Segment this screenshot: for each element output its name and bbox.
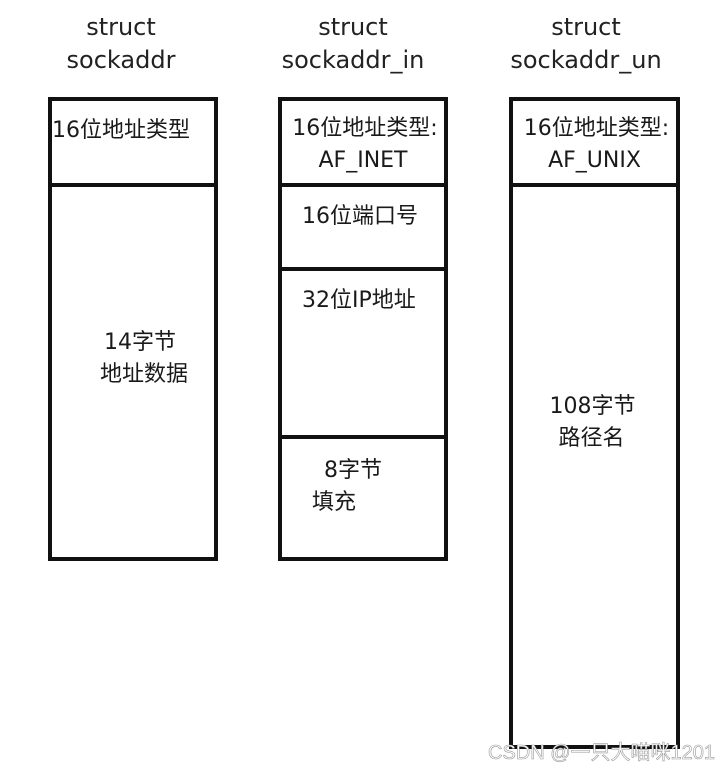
title-line2: sockaddr_in [281,46,425,74]
field-label: 16位端口号 [302,204,418,229]
field-label: 16位地址类型: [523,116,670,141]
field-label: 填充 [312,490,357,515]
struct-sockaddr-un-title: struct sockaddr_un [509,11,663,77]
field-label: 地址数据 [100,362,189,387]
field-address-family: 16位地址类型 [52,101,214,187]
watermark: CSDN @一只大喵咪1201 [488,742,716,765]
field-label: 16位地址类型: [292,116,438,141]
field-address-family: 16位地址类型: AF_UNIX [513,101,676,187]
field-address-data: 14字节 地址数据 [52,187,214,557]
field-label: 16位地址类型 [52,118,190,143]
title-line1: struct [86,13,156,41]
field-label: 108字节 [549,394,636,419]
title-line2: sockaddr [66,46,176,74]
field-label: 路径名 [558,426,625,451]
field-port: 16位端口号 [282,187,444,271]
field-label: 14字节 [104,330,176,355]
field-address-family: 16位地址类型: AF_INET [282,101,444,187]
field-padding: 8字节 填充 [282,439,444,557]
field-value: AF_UNIX [548,148,641,173]
struct-sockaddr-in-box: 16位地址类型: AF_INET 16位端口号 32位IP地址 8字节 填充 [278,97,448,561]
title-line2: sockaddr_un [510,46,662,74]
field-value: AF_INET [318,148,408,173]
struct-sockaddr-in-title: struct sockaddr_in [278,11,428,77]
struct-sockaddr-un-box: 16位地址类型: AF_UNIX 108字节 路径名 [509,97,680,749]
title-line1: struct [318,13,388,41]
title-line1: struct [551,13,621,41]
field-label: 32位IP地址 [302,288,416,313]
field-label: 8字节 [324,458,382,483]
struct-sockaddr-title: struct sockaddr [48,11,194,77]
field-ip-address: 32位IP地址 [282,271,444,439]
field-path-name: 108字节 路径名 [513,187,676,745]
struct-sockaddr-box: 16位地址类型 14字节 地址数据 [48,97,218,561]
